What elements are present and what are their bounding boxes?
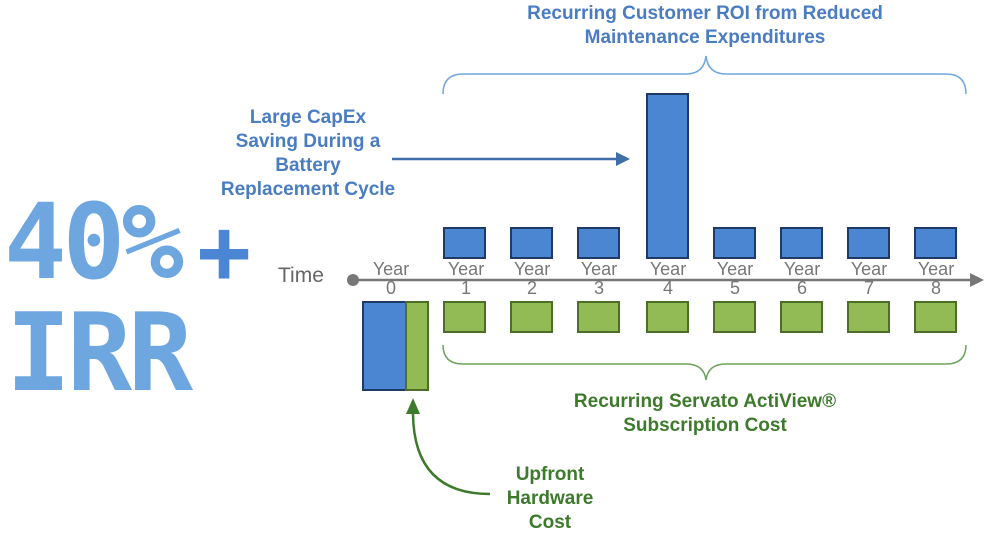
subscription-box-year-8 bbox=[914, 301, 957, 333]
hardware-green-box bbox=[405, 301, 429, 391]
subscription-box-year-4 bbox=[646, 301, 689, 333]
roi-box-year-3 bbox=[577, 227, 620, 259]
roi-title: Recurring Customer ROI from Reduced Main… bbox=[527, 3, 883, 48]
subscription-label: Recurring Servato ActiView® Subscription… bbox=[573, 391, 837, 436]
timeline-arrow-head bbox=[970, 273, 984, 287]
hardware-label: Upfront Hardware Cost bbox=[506, 464, 594, 533]
time-label: Time bbox=[278, 264, 324, 287]
subscription-box-year-7 bbox=[847, 301, 890, 333]
roi-box-year-5 bbox=[713, 227, 756, 259]
up-arrow-icon bbox=[411, 413, 491, 496]
roi-box-year-1 bbox=[443, 227, 486, 259]
subscription-box-year-3 bbox=[577, 301, 620, 333]
irr-label: IRR bbox=[6, 291, 193, 416]
roi-box-year-4 bbox=[646, 93, 689, 259]
subscription-box-year-5 bbox=[713, 301, 756, 333]
hardware-blue-box bbox=[362, 301, 408, 391]
roi-box-year-8 bbox=[914, 227, 957, 259]
subscription-brace bbox=[442, 344, 967, 381]
right-arrow-head bbox=[616, 152, 630, 166]
up-arrow-head bbox=[406, 398, 420, 414]
roi-box-year-7 bbox=[847, 227, 890, 259]
roi-box-year-6 bbox=[780, 227, 823, 259]
timeline-start-dot bbox=[347, 274, 359, 286]
subscription-box-year-6 bbox=[780, 301, 823, 333]
subscription-box-year-1 bbox=[443, 301, 486, 333]
irr-plus: + bbox=[196, 200, 253, 307]
subscription-box-year-2 bbox=[510, 301, 553, 333]
irr-percent: 40% bbox=[4, 181, 184, 303]
roi-box-year-2 bbox=[510, 227, 553, 259]
roi-brace bbox=[442, 55, 967, 95]
capex-label: Large CapEx Saving During a Battery Repl… bbox=[220, 107, 396, 200]
